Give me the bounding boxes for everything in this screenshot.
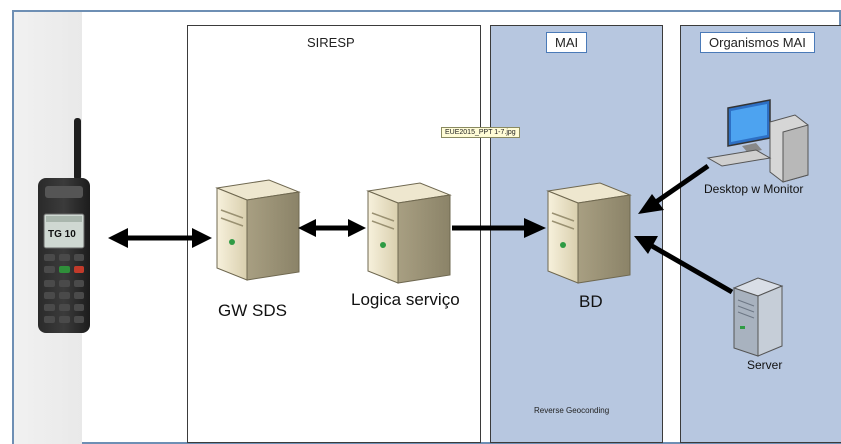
organismos-mai-panel xyxy=(680,25,841,443)
radio-display-text: TG 10 xyxy=(48,229,76,240)
logica-servico-server-icon xyxy=(366,182,452,284)
organismos-mai-title: Organismos MAI xyxy=(700,32,815,53)
desktop-label: Desktop w Monitor xyxy=(704,182,804,196)
gw-sds-server-icon xyxy=(215,179,301,281)
radio-handset-icon: TG 10 xyxy=(38,118,90,333)
connection-arrows xyxy=(108,163,734,295)
bd-database-server-icon xyxy=(546,182,632,284)
bd-label: BD xyxy=(579,292,603,311)
server-tower-icon xyxy=(732,277,784,357)
siresp-title: SIRESP xyxy=(307,35,355,50)
image-filename-tag: EUE2015_PPT 1-7.jpg xyxy=(441,127,520,138)
mai-title: MAI xyxy=(546,32,588,53)
server-label: Server xyxy=(747,358,783,372)
gw-sds-label: GW SDS xyxy=(218,301,287,320)
desktop-computer-icon xyxy=(706,99,809,183)
reverse-geocoding-note: Reverse Geoconding xyxy=(534,406,610,415)
logica-servico-label: Logica serviço xyxy=(351,290,460,309)
